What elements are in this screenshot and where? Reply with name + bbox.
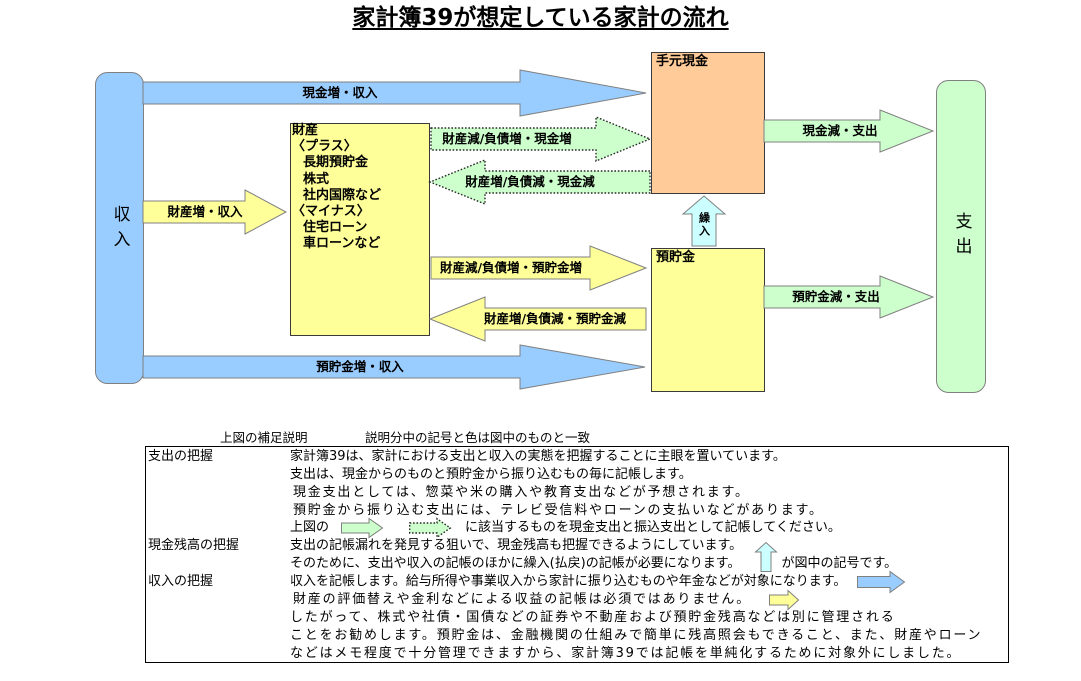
cash-to-assets-label: 財産増/負債減・現金減 <box>465 174 595 189</box>
cash-to-expense-arrow <box>763 109 935 153</box>
diagram-title: 家計簿39が想定している家計の流れ <box>352 5 729 31</box>
income-to-savings-label: 預貯金増・収入 <box>316 359 404 374</box>
income-to-assets-label: 財産増・収入 <box>167 204 243 219</box>
assets-plus-item: 社内国際など <box>303 187 382 203</box>
dotted-green-arrow-icon <box>409 517 452 539</box>
savings-to-expense-arrow <box>763 275 935 319</box>
savings-node-label: 預貯金 <box>656 250 696 265</box>
income-to-savings-arrow <box>142 344 646 390</box>
cash-to-expense-label: 現金減・支出 <box>802 123 878 138</box>
green-arrow-icon-shape <box>341 517 384 539</box>
assets-node-text: 財産 〈プラス〉 長期預貯金 株式 社内国際など 〈マイナス〉 住宅ローン 車ロ… <box>292 123 381 253</box>
assets-heading: 財産 <box>292 123 319 138</box>
expense-note-line: 預貯金から振り込む支出には、テレビ受信料やローンの支払いなどがあります。 <box>293 503 824 518</box>
income-node-label: 収入 <box>109 205 130 255</box>
expense-note-line: 支出は、現金からのものと預貯金から振り込むもの毎に記帳します。 <box>290 467 692 482</box>
assets-minus-item: 車ローンなど <box>303 236 381 252</box>
savings-to-assets-label: 財産増/負債減・預貯金減 <box>483 311 627 326</box>
expense-symbol-prefix: 上図の <box>290 520 330 535</box>
cash-balance-symbol-line: そのために、支出や収入の記帳のほかに繰入(払戻)の記帳が必要になります。 が図中… <box>290 541 898 573</box>
green-arrow-icon <box>341 517 384 539</box>
blue-arrow-icon-shape <box>857 570 906 594</box>
income-note-line: 収入を記帳します。給与所得や事業収入から家計に振り込むものや年金などが対象になり… <box>290 570 906 594</box>
income-note-text: 財産の評価替えや金利などによる収益の記帳は必須ではありません。 <box>293 592 752 607</box>
income-to-cash-label: 現金増・収入 <box>302 85 378 100</box>
savings-to-expense-label: 預貯金減・支出 <box>792 289 880 304</box>
income-note-line: したがって、株式や社債・国債などの証券や不動産および預貯金残高などは別に管理され… <box>290 610 896 625</box>
assets-plus-item: 長期預貯金 <box>303 155 369 171</box>
expense-note-line: 家計簿39は、家計における支出と収入の実態を把握することに主眼を置いています。 <box>290 449 786 464</box>
cash-balance-symbol-suffix: が図中の記号です。 <box>781 556 898 571</box>
assets-minus-heading: 〈マイナス〉 <box>292 204 370 220</box>
savings-to-cash-transfer-arrow <box>681 195 727 247</box>
yellow-arrow-icon <box>769 589 800 611</box>
income-note-line: などはメモ程度で十分管理できますから、家計簿39では記帳を単純化するために対象外… <box>290 646 962 661</box>
assets-minus-item: 住宅ローン <box>303 220 368 236</box>
cash-to-assets-arrow <box>428 158 651 206</box>
expense-node-box <box>936 80 986 393</box>
expense-section-label: 支出の把握 <box>148 449 214 464</box>
expense-symbol-suffix: に該当するものを現金支出と振込支出として記帳してください。 <box>465 520 841 535</box>
savings-to-assets-arrow <box>428 296 647 342</box>
dotted-green-arrow-icon-shape <box>409 517 452 539</box>
expense-note-line: 現金支出としては、惣菜や米の購入や教育支出などが予想されます。 <box>293 485 750 500</box>
assets-node-box <box>290 123 430 336</box>
income-to-cash-arrow <box>142 69 647 117</box>
assets-plus-item: 株式 <box>303 171 330 187</box>
cash-balance-section-label: 現金残高の把握 <box>148 538 240 553</box>
cash-node-label: 手元現金 <box>656 54 709 69</box>
flow-diagram <box>95 52 986 393</box>
notes-heading: 上図の補足説明 <box>220 430 308 445</box>
cash-node-box <box>651 52 765 194</box>
income-section-label: 収入の把握 <box>148 574 214 589</box>
income-note-line: ことをお勧めします。預貯金は、金融機関の仕組みで簡単に残高照会もできること、また… <box>290 628 983 643</box>
income-to-assets-arrow <box>142 189 288 235</box>
income-node-box <box>95 72 144 384</box>
expense-symbol-line: 上図の に該当するものを現金支出と振込支出として記帳してください。 <box>290 517 841 539</box>
income-note-line: 財産の評価替えや金利などによる収益の記帳は必須ではありません。 <box>293 589 800 611</box>
income-note-text: 収入を記帳します。給与所得や事業収入から家計に振り込むものや年金などが対象になり… <box>290 574 847 589</box>
assets-to-cash-arrow <box>430 115 652 163</box>
cash-balance-note-line: 支出の記帳漏れを発見する狙いで、現金残高も把握できるようにしています。 <box>290 538 743 553</box>
notes-subheading: 説明分中の記号と色は図中のものと一致 <box>365 430 591 445</box>
expense-node-label: 支出 <box>951 212 972 262</box>
transfer-label: 繰入 <box>697 212 711 238</box>
cash-balance-symbol-prefix: そのために、支出や収入の記帳のほかに繰入(払戻)の記帳が必要になります。 <box>290 556 741 571</box>
blue-arrow-icon <box>857 570 906 594</box>
assets-to-savings-arrow <box>430 245 648 291</box>
savings-node-box <box>651 248 765 392</box>
assets-to-cash-label: 財産減/負債増・現金増 <box>442 131 572 146</box>
notes-box <box>145 446 1009 663</box>
transfer-up-arrow-icon-shape <box>754 541 779 572</box>
transfer-up-arrow-icon <box>754 541 779 572</box>
assets-to-savings-label: 財産減/負債増・預貯金増 <box>439 260 583 275</box>
yellow-arrow-icon-shape <box>769 589 800 611</box>
assets-plus-heading: 〈プラス〉 <box>292 139 357 155</box>
